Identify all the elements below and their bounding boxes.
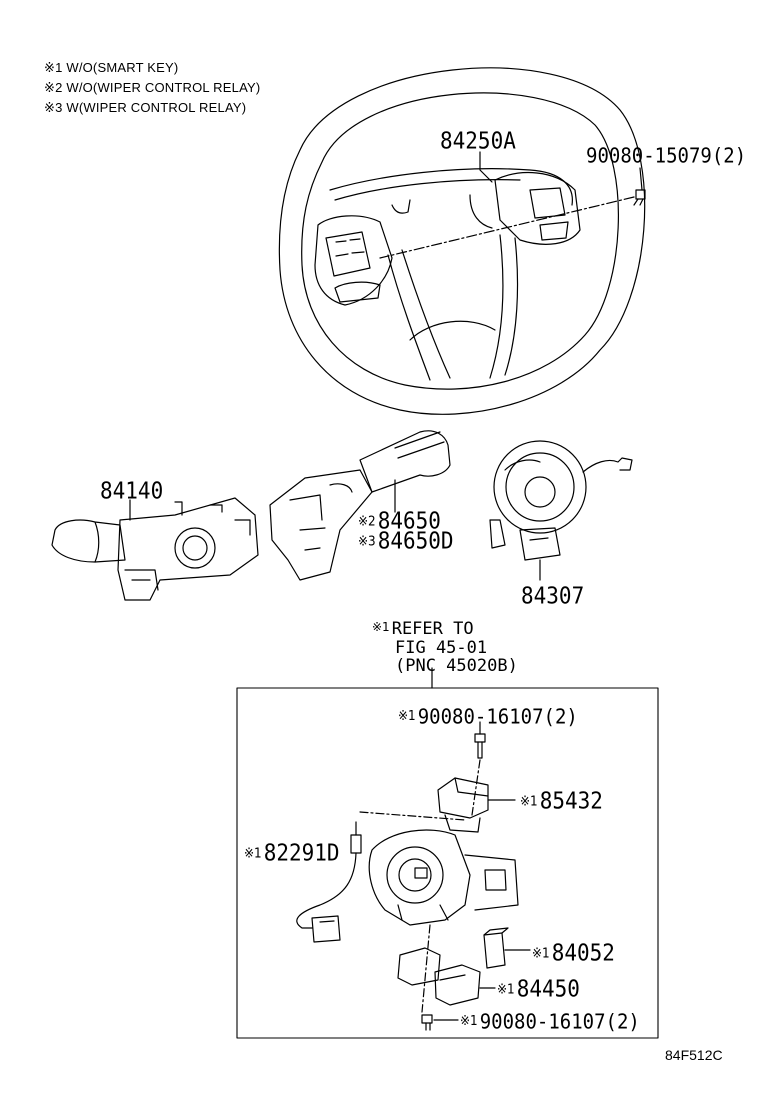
note-mark: ※2 [358, 513, 376, 529]
part-number: 84052 [551, 940, 615, 966]
part-number: 84650D [377, 528, 454, 554]
note-text: W/O(SMART KEY) [66, 60, 179, 75]
part-number: 82291D [263, 840, 340, 866]
wheel-screw-illustration [633, 189, 646, 206]
reference-line-3: (PNC 45020B) [395, 656, 518, 676]
part-number: 84650 [377, 508, 441, 534]
screw-label-leader [639, 167, 643, 191]
note-mark: ※1 [460, 1013, 478, 1029]
reference-text: REFER TO [391, 619, 474, 639]
label-84140: 84140 [100, 478, 164, 504]
note-wiper-w: ※3 W(WIPER CONTROL RELAY) [44, 100, 246, 116]
note-mark: ※3 [44, 100, 63, 115]
reference-line-2: FIG 45-01 [395, 638, 488, 658]
label-84650d: ※384650D [358, 528, 454, 554]
bottom-screw-illustration [421, 1014, 433, 1031]
top-screw-dashline [471, 759, 481, 816]
label-84307: 84307 [521, 583, 585, 609]
sub-assembly-box [236, 687, 659, 1039]
note-smart-key: ※1 W/O(SMART KEY) [44, 60, 178, 76]
note-mark: ※1 [244, 845, 262, 861]
sensor-dashline [359, 811, 466, 821]
column-switch-body-illustration [368, 829, 519, 926]
wheel-label-leader [479, 151, 493, 183]
label-85432: ※185432 [520, 788, 603, 814]
figure-code: 84F512C [665, 1047, 723, 1063]
top-screw-illustration [474, 733, 486, 759]
label-84650: ※284650 [358, 508, 441, 534]
note-mark: ※1 [520, 793, 538, 809]
part-number: 84450 [516, 976, 580, 1002]
wheel-screw-leader [379, 196, 635, 259]
note-wiper-wo: ※2 W/O(WIPER CONTROL RELAY) [44, 80, 260, 96]
note-mark: ※1 [398, 708, 416, 724]
turn-switch-illustration [51, 497, 259, 601]
sensor-85432-illustration [437, 777, 489, 833]
part-number: 90080-16107(2) [417, 705, 578, 729]
note-text: W(WIPER CONTROL RELAY) [66, 100, 247, 115]
label-84450: ※184450 [497, 976, 580, 1002]
label-84052: ※184052 [532, 940, 615, 966]
part-number: 85432 [539, 788, 603, 814]
bottom-dashline [421, 924, 431, 1013]
spiral-cable-illustration [489, 440, 633, 561]
part-84052-illustration [483, 927, 509, 969]
note-text: W/O(WIPER CONTROL RELAY) [66, 80, 261, 95]
part-number: 90080-16107(2) [479, 1010, 640, 1034]
steering-wheel-illustration [278, 67, 646, 415]
note-mark: ※1 [372, 620, 390, 634]
part-84450-illustration [397, 947, 481, 1006]
wiper-switch-illustration [269, 430, 451, 581]
label-84250a: 84250A [440, 128, 516, 154]
note-mark: ※1 [44, 60, 63, 75]
label-82291d: ※182291D [244, 840, 340, 866]
label-90080-15079: 90080-15079(2) [586, 144, 747, 168]
note-mark: ※3 [358, 533, 376, 549]
note-mark: ※1 [497, 981, 515, 997]
note-mark: ※2 [44, 80, 63, 95]
note-mark: ※1 [532, 945, 550, 961]
